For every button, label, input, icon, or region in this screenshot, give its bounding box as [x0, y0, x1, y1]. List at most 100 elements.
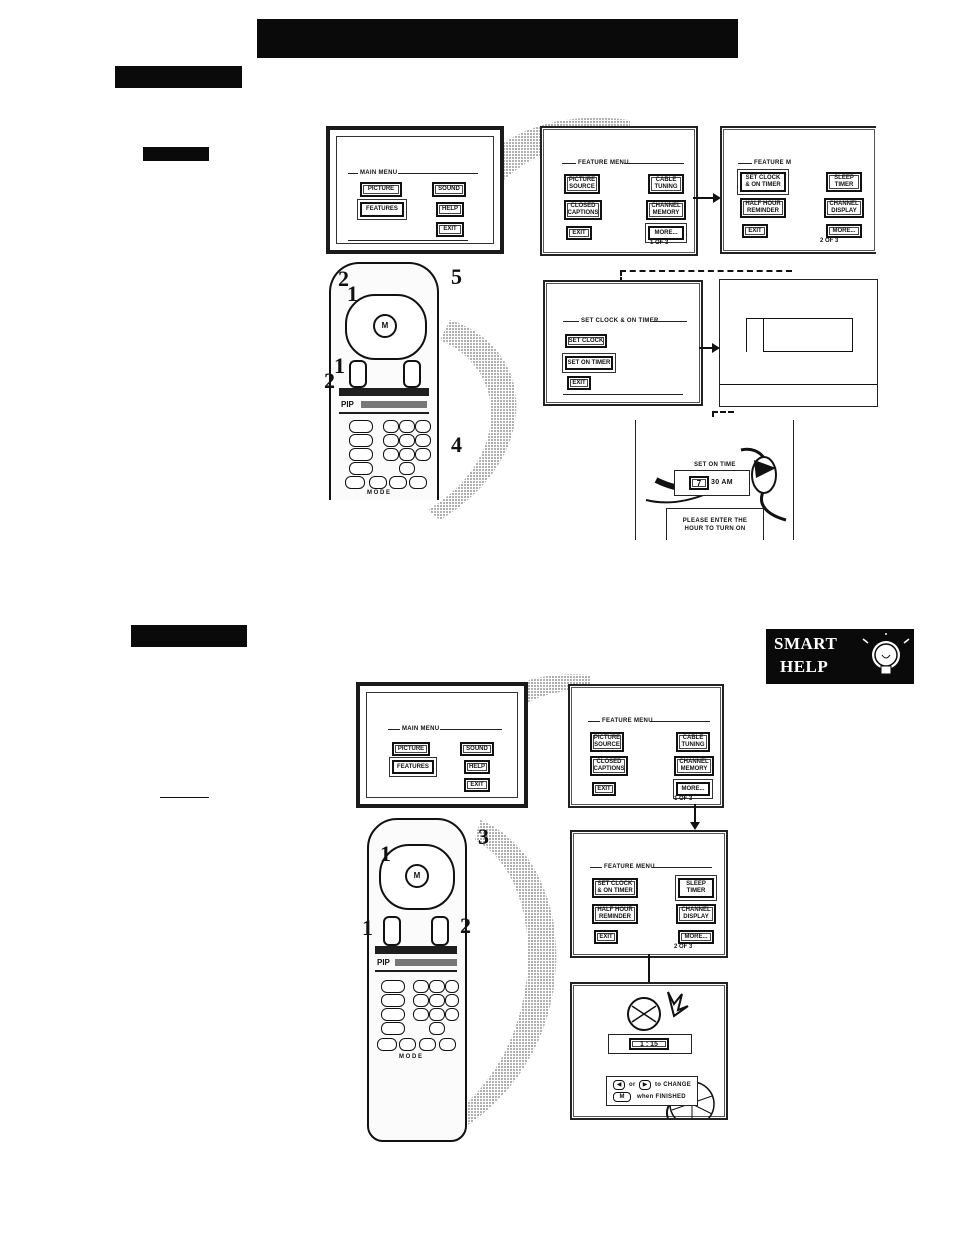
section-tab-bottom [131, 625, 247, 647]
arrow-down-icon [690, 822, 700, 830]
vol-down-button[interactable] [383, 916, 401, 946]
exit-button[interactable]: EXIT [567, 376, 591, 390]
exit-button[interactable]: EXIT [742, 224, 768, 238]
half-hour-reminder-button[interactable]: HALF HOUR REMINDER [740, 198, 786, 218]
picture-source-button[interactable]: PICTURE SOURCE [590, 732, 624, 752]
half-hour-reminder-button[interactable]: HALF HOUR REMINDER [592, 904, 638, 924]
keypad-button[interactable] [399, 434, 415, 447]
lightbulb-icon [862, 633, 910, 675]
side-button[interactable] [349, 420, 373, 433]
keypad-button[interactable] [413, 994, 429, 1007]
set-clock-button[interactable]: SET CLOCK & ON TIMER [592, 878, 638, 898]
keypad-button[interactable] [383, 420, 399, 433]
keypad-button[interactable] [415, 420, 431, 433]
keypad-button[interactable] [383, 434, 399, 447]
page-header-bar [257, 19, 738, 58]
closed-captions-button[interactable]: CLOSED CAPTIONS [590, 756, 628, 776]
channel-memory-button[interactable]: CHANNEL MEMORY [674, 756, 714, 776]
mode-button-tv[interactable] [409, 476, 427, 489]
more-button[interactable]: MORE... [676, 782, 710, 796]
more-button[interactable]: MORE... [648, 226, 684, 240]
exit-button[interactable]: EXIT [464, 778, 490, 792]
channel-display-button[interactable]: CHANNEL DISPLAY [676, 904, 716, 924]
set-clock-button[interactable]: SET CLOCK & ON TIMER [740, 172, 786, 192]
keypad-button[interactable] [415, 434, 431, 447]
menu-rule [650, 721, 710, 722]
mode-button-vcr[interactable] [369, 476, 387, 489]
cable-tuning-button[interactable]: CABLE TUNING [676, 732, 710, 752]
menu-button[interactable]: M [405, 864, 429, 888]
vol-up-button[interactable] [431, 916, 449, 946]
set-clock-button[interactable]: SET CLOCK [565, 334, 607, 348]
mode-button-cbl[interactable] [389, 476, 407, 489]
mode-button-vcr[interactable] [399, 1038, 416, 1051]
channel-memory-button[interactable]: CHANNEL MEMORY [646, 200, 686, 220]
side-button[interactable] [381, 994, 405, 1007]
flow-arrow-line [648, 954, 650, 998]
dashed-connector [620, 270, 792, 272]
keypad-button[interactable] [413, 1008, 429, 1021]
step-label: 1 [334, 353, 345, 378]
exit-button[interactable]: EXIT [436, 222, 464, 237]
sound-button[interactable]: SOUND [460, 742, 494, 756]
picture-source-button[interactable]: PICTURE SOURCE [564, 174, 600, 194]
exit-button[interactable]: EXIT [594, 930, 618, 944]
vol-up-button[interactable] [403, 360, 421, 388]
picture-button[interactable]: PICTURE [360, 182, 402, 197]
mode-button-phono[interactable] [345, 476, 365, 489]
keypad-button[interactable] [429, 980, 445, 993]
picture-button[interactable]: PICTURE [392, 742, 430, 756]
keypad-button[interactable] [415, 448, 431, 461]
sound-button[interactable]: SOUND [432, 182, 466, 197]
menu-rule [562, 163, 576, 164]
keypad-button[interactable] [383, 448, 399, 461]
help-button[interactable]: HELP [436, 202, 464, 217]
step-label: 1 [347, 281, 358, 306]
mode-button-tv[interactable] [439, 1038, 456, 1051]
keypad-button[interactable] [429, 1022, 445, 1035]
features-button[interactable]: FEATURES [392, 760, 434, 774]
remote-function-strip [375, 946, 457, 954]
keypad-button[interactable] [429, 1008, 445, 1021]
set-on-timer-button[interactable]: SET ON TIMER [565, 356, 613, 370]
menu-rule [563, 394, 683, 395]
dashed-connector [712, 411, 734, 413]
exit-button[interactable]: EXIT [566, 226, 592, 240]
box-line [746, 318, 747, 352]
closed-captions-button[interactable]: CLOSED CAPTIONS [564, 200, 602, 220]
keypad-button[interactable] [399, 420, 415, 433]
side-button[interactable] [381, 980, 405, 993]
keypad-button[interactable] [413, 980, 429, 993]
keypad-button[interactable] [429, 994, 445, 1007]
side-button[interactable] [349, 434, 373, 447]
keypad-button[interactable] [399, 448, 415, 461]
sleep-timer-button[interactable]: SLEEP TIMER [826, 172, 862, 192]
more-button[interactable]: MORE... [826, 224, 862, 238]
more-button[interactable]: MORE... [678, 930, 714, 944]
help-button[interactable]: HELP [464, 760, 490, 774]
hint-panel: ◀ or ▶ to CHANGE M when FINISHED [606, 1076, 698, 1106]
box-line [763, 318, 764, 352]
dashed-connector [712, 411, 714, 427]
exit-button[interactable]: EXIT [592, 782, 616, 796]
menu-button[interactable]: M [373, 314, 397, 338]
vol-down-button[interactable] [349, 360, 367, 388]
side-button[interactable] [381, 1022, 405, 1035]
mode-button-phono[interactable] [377, 1038, 397, 1051]
keypad-button[interactable] [445, 980, 459, 993]
clock-timer-menu-screen: SET CLOCK & ON TIMER SET CLOCK SET ON TI… [543, 280, 703, 406]
features-button[interactable]: FEATURES [360, 202, 404, 217]
hour-field[interactable]: 7 [689, 476, 709, 490]
keypad-button[interactable] [445, 994, 459, 1007]
side-button[interactable] [381, 1008, 405, 1021]
side-button[interactable] [349, 462, 373, 475]
feature-menu-1-screen-top: FEATURE MENU PICTURE SOURCE CABLE TUNING… [540, 126, 698, 256]
mode-button-cbl[interactable] [419, 1038, 436, 1051]
keypad-button[interactable] [399, 462, 415, 475]
side-button[interactable] [349, 448, 373, 461]
cable-tuning-button[interactable]: CABLE TUNING [648, 174, 684, 194]
sleep-value[interactable]: 1 : 15 [629, 1038, 669, 1050]
channel-display-button[interactable]: CHANNEL DISPLAY [824, 198, 864, 218]
sleep-timer-button[interactable]: SLEEP TIMER [678, 878, 714, 898]
keypad-button[interactable] [445, 1008, 459, 1021]
